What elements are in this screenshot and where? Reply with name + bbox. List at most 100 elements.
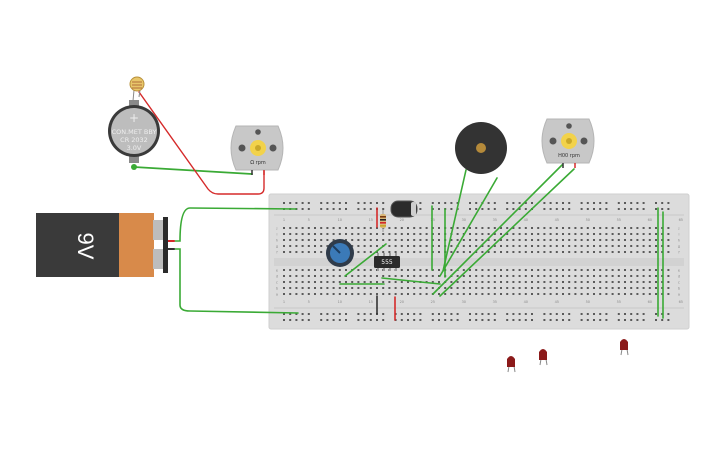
breadboard-hole[interactable] xyxy=(376,233,378,235)
breadboard-hole[interactable] xyxy=(580,281,583,283)
battery-9v[interactable]: 9V xyxy=(36,213,168,277)
breadboard-hole[interactable] xyxy=(624,227,626,229)
breadboard-hole[interactable] xyxy=(624,313,626,315)
breadboard-hole[interactable] xyxy=(580,269,583,271)
breadboard-hole[interactable] xyxy=(444,202,447,204)
breadboard-hole[interactable] xyxy=(531,227,533,229)
breadboard-hole[interactable] xyxy=(481,293,484,295)
breadboard-hole[interactable] xyxy=(450,202,453,204)
breadboard-hole[interactable] xyxy=(413,227,416,229)
breadboard-hole[interactable] xyxy=(537,287,540,289)
breadboard-hole[interactable] xyxy=(605,275,608,277)
breadboard-hole[interactable] xyxy=(642,313,645,315)
breadboard-hole[interactable] xyxy=(438,275,440,277)
breadboard-hole[interactable] xyxy=(636,281,639,283)
breadboard-hole[interactable] xyxy=(326,245,329,247)
breadboard-hole[interactable] xyxy=(475,245,478,247)
breadboard-hole[interactable] xyxy=(648,269,651,271)
breadboard-hole[interactable] xyxy=(345,208,347,210)
breadboard-hole[interactable] xyxy=(307,269,310,271)
breadboard-hole[interactable] xyxy=(580,251,583,253)
breadboard-hole[interactable] xyxy=(283,293,285,295)
breadboard-hole[interactable] xyxy=(320,269,323,271)
breadboard-hole[interactable] xyxy=(351,287,354,289)
breadboard-hole[interactable] xyxy=(314,275,316,277)
breadboard-hole[interactable] xyxy=(376,293,378,295)
breadboard-hole[interactable] xyxy=(369,239,372,241)
breadboard-hole[interactable] xyxy=(363,281,366,283)
breadboard-hole[interactable] xyxy=(543,281,546,283)
breadboard-hole[interactable] xyxy=(568,275,571,277)
breadboard-hole[interactable] xyxy=(314,245,316,247)
breadboard-hole[interactable] xyxy=(487,269,490,271)
breadboard-hole[interactable] xyxy=(289,251,292,253)
breadboard-hole[interactable] xyxy=(487,293,490,295)
breadboard-hole[interactable] xyxy=(605,245,608,247)
breadboard-hole[interactable] xyxy=(617,202,620,204)
breadboard-hole[interactable] xyxy=(562,233,564,235)
breadboard-hole[interactable] xyxy=(283,275,285,277)
breadboard-hole[interactable] xyxy=(289,227,292,229)
breadboard-hole[interactable] xyxy=(574,293,577,295)
breadboard-hole[interactable] xyxy=(481,319,484,321)
breadboard-hole[interactable] xyxy=(593,202,595,204)
breadboard-hole[interactable] xyxy=(586,202,589,204)
breadboard-hole[interactable] xyxy=(407,245,409,247)
breadboard-hole[interactable] xyxy=(574,281,577,283)
coin-cell-terminal[interactable] xyxy=(131,164,137,170)
breadboard-hole[interactable] xyxy=(438,208,440,210)
breadboard-hole[interactable] xyxy=(469,239,471,241)
breadboard-hole[interactable] xyxy=(624,287,626,289)
breadboard-hole[interactable] xyxy=(605,202,608,204)
breadboard-hole[interactable] xyxy=(307,245,310,247)
breadboard-hole[interactable] xyxy=(419,245,422,247)
breadboard-hole[interactable] xyxy=(326,281,329,283)
breadboard-hole[interactable] xyxy=(568,287,571,289)
breadboard-hole[interactable] xyxy=(611,275,614,277)
breadboard-hole[interactable] xyxy=(314,239,316,241)
breadboard-hole[interactable] xyxy=(326,227,329,229)
breadboard-hole[interactable] xyxy=(642,208,645,210)
breadboard-hole[interactable] xyxy=(431,313,434,315)
breadboard-hole[interactable] xyxy=(481,313,484,315)
breadboard-hole[interactable] xyxy=(580,287,583,289)
breadboard-hole[interactable] xyxy=(655,227,657,229)
breadboard-hole[interactable] xyxy=(568,239,571,241)
breadboard-hole[interactable] xyxy=(506,239,509,241)
breadboard-hole[interactable] xyxy=(605,313,608,315)
breadboard-hole[interactable] xyxy=(599,319,602,321)
breadboard-hole[interactable] xyxy=(624,269,626,271)
breadboard-hole[interactable] xyxy=(314,269,316,271)
breadboard-hole[interactable] xyxy=(605,251,608,253)
breadboard-hole[interactable] xyxy=(487,281,490,283)
breadboard-hole[interactable] xyxy=(599,269,602,271)
breadboard-hole[interactable] xyxy=(667,233,670,235)
breadboard-hole[interactable] xyxy=(667,208,670,210)
breadboard-hole[interactable] xyxy=(438,227,440,229)
breadboard-hole[interactable] xyxy=(394,287,397,289)
breadboard-hole[interactable] xyxy=(636,269,639,271)
breadboard-hole[interactable] xyxy=(462,245,465,247)
breadboard-hole[interactable] xyxy=(351,275,354,277)
breadboard-hole[interactable] xyxy=(456,251,459,253)
breadboard-hole[interactable] xyxy=(326,313,329,315)
breadboard-hole[interactable] xyxy=(574,239,577,241)
breadboard-hole[interactable] xyxy=(425,287,428,289)
breadboard-hole[interactable] xyxy=(487,313,490,315)
breadboard-hole[interactable] xyxy=(469,275,471,277)
breadboard-hole[interactable] xyxy=(555,208,558,210)
breadboard-hole[interactable] xyxy=(506,202,509,204)
breadboard-hole[interactable] xyxy=(413,245,416,247)
breadboard-hole[interactable] xyxy=(369,227,372,229)
breadboard-hole[interactable] xyxy=(493,245,496,247)
breadboard-hole[interactable] xyxy=(382,319,385,321)
breadboard-hole[interactable] xyxy=(624,202,626,204)
breadboard-hole[interactable] xyxy=(400,239,403,241)
breadboard-hole[interactable] xyxy=(462,275,465,277)
breadboard-hole[interactable] xyxy=(593,227,595,229)
breadboard-hole[interactable] xyxy=(531,202,533,204)
breadboard-hole[interactable] xyxy=(320,251,323,253)
breadboard-hole[interactable] xyxy=(624,319,626,321)
breadboard-hole[interactable] xyxy=(357,275,360,277)
breadboard-hole[interactable] xyxy=(363,269,366,271)
